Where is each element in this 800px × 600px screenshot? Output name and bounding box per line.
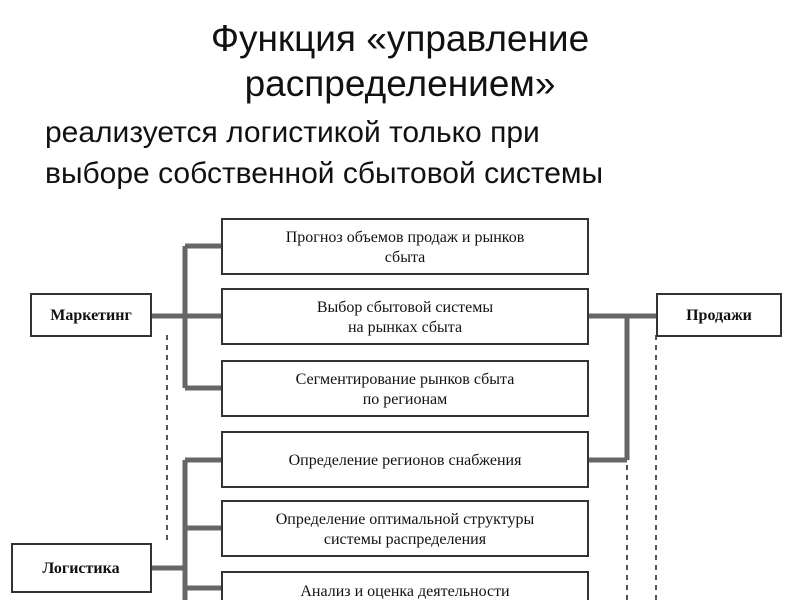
box-distribution-structure: Определение оптимальной структуры систем… — [221, 500, 589, 557]
box-sales-system-choice: Выбор сбытовой системы на рынках сбыта — [221, 288, 589, 345]
title-line-1: Функция «управление — [210, 18, 590, 59]
box-market-segmentation-line-2: по регионам — [363, 391, 448, 408]
box-performance-analysis: Анализ и оценка деятельности — [221, 571, 589, 600]
subtitle-line-1: реализуется логистикой только при — [45, 116, 540, 149]
box-distribution-structure-line-1: Определение оптимальной структуры — [276, 511, 535, 528]
box-sales-forecast: Прогноз объемов продаж и рынков сбыта — [221, 218, 589, 275]
slide-title: Функция «управление распределением» — [0, 16, 800, 106]
node-sales: Продажи — [656, 293, 782, 337]
node-logistics: Логистика — [11, 543, 152, 593]
connectors — [151, 243, 657, 600]
box-market-segmentation: Сегментирование рынков сбыта по регионам — [221, 360, 589, 417]
node-sales-label: Продажи — [686, 307, 752, 324]
box-performance-analysis-line-1: Анализ и оценка деятельности — [300, 583, 510, 600]
box-sales-system-choice-line-2: на рынках сбыта — [348, 319, 462, 336]
box-supply-regions-line-1: Определение регионов снабжения — [289, 452, 522, 469]
node-marketing: Маркетинг — [30, 293, 152, 337]
box-sales-system-choice-line-1: Выбор сбытовой системы — [317, 299, 494, 316]
box-sales-forecast-line-1: Прогноз объемов продаж и рынков — [286, 229, 525, 246]
title-line-2: распределением» — [244, 63, 556, 104]
box-supply-regions: Определение регионов снабжения — [221, 431, 589, 488]
node-marketing-label: Маркетинг — [50, 307, 131, 324]
node-logistics-label: Логистика — [42, 560, 119, 577]
box-sales-forecast-line-2: сбыта — [385, 249, 425, 266]
box-market-segmentation-line-1: Сегментирование рынков сбыта — [296, 371, 515, 388]
slide-subtitle: реализуется логистикой только при выборе… — [45, 112, 785, 194]
subtitle-line-2: выборе собственной сбытовой системы — [45, 157, 604, 190]
box-distribution-structure-line-2: системы распределения — [324, 531, 487, 548]
